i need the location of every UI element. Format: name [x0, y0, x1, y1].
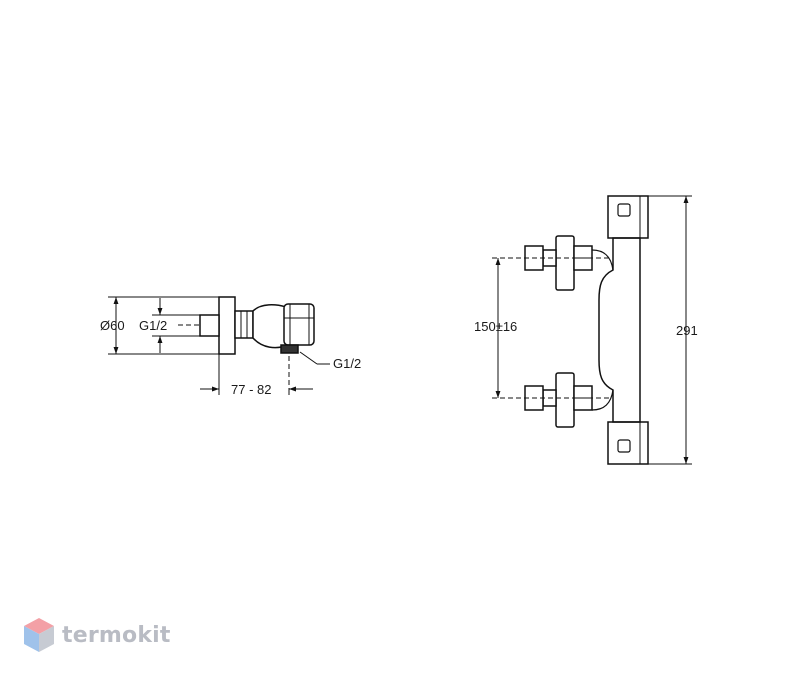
- dim-centers: 150±16: [474, 319, 517, 334]
- front-top-block: [607, 195, 649, 239]
- front-mixer-bar: [598, 237, 641, 423]
- front-lower-connector: [555, 372, 575, 428]
- dim-inlet-thread: G1/2: [139, 318, 167, 333]
- side-connector-nut: [234, 310, 254, 339]
- side-handle: [283, 303, 315, 346]
- side-outlet-thread: [280, 344, 299, 354]
- dim-projection: 77 - 82: [231, 382, 271, 397]
- front-upper-connector: [555, 235, 575, 291]
- front-view: [524, 195, 649, 465]
- side-dimensions: [108, 296, 330, 395]
- watermark-logo: termokit: [22, 616, 171, 654]
- side-mixer-body: [252, 304, 289, 349]
- dim-outlet-thread: G1/2: [333, 356, 361, 371]
- side-inlet-stub: [199, 314, 220, 337]
- side-wall-flange: [218, 296, 236, 355]
- dim-height: 291: [676, 323, 698, 338]
- side-view: [199, 296, 315, 355]
- watermark-text: termokit: [62, 622, 171, 648]
- front-bottom-block: [607, 421, 649, 465]
- cube-logo-icon: [24, 618, 54, 652]
- dim-diameter: Ø60: [100, 318, 125, 333]
- front-dimensions: [495, 195, 692, 465]
